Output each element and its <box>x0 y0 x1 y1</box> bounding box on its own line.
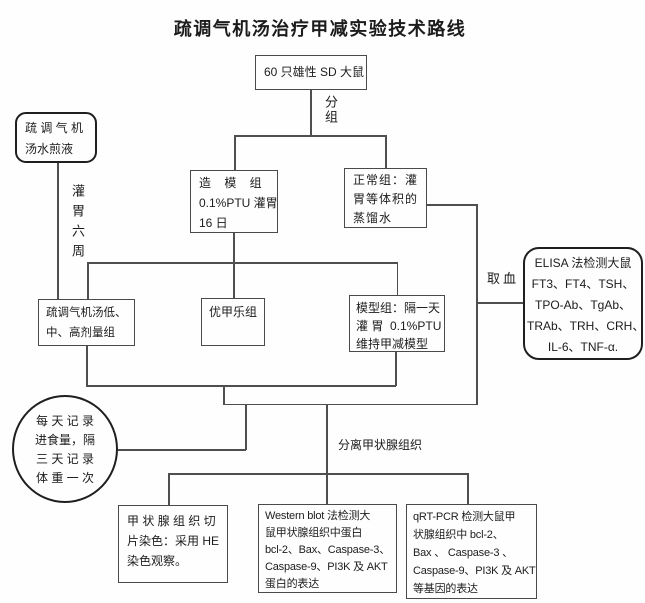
connector-record-riser <box>245 404 247 450</box>
text-line: 中、高剂量组 <box>46 327 115 339</box>
connector-separate-thyroid-drop <box>326 404 328 474</box>
node-western-blot: Western blot 法检测大鼠甲状腺组织中蛋白 bcl-2、Bax、Casp… <box>258 504 397 593</box>
node-qrt-pcr: qRT-PCR 检测大鼠甲状腺组织中 bcl-2、 Bax 、 Caspase-3… <box>406 504 537 599</box>
text-line: TRAb、TRH、CRH、 <box>527 319 645 333</box>
text-line: Bax 、 Caspase-3 、 <box>413 547 513 559</box>
label-separate-thyroid: 分离甲状腺组织 <box>338 438 423 452</box>
text-line: 16 日 <box>199 216 228 230</box>
text-line: Caspase-9、PI3K 及 AKT <box>265 561 388 573</box>
text-line: FT3、FT4、TSH、 <box>531 277 635 291</box>
connector-bottom-collector-2 <box>223 403 477 405</box>
text-line: 0.1%PTU 灌胃 <box>199 196 278 210</box>
label-grouping: 分组 <box>323 95 338 125</box>
node-model-group: 模型组：隔一天灌 胃 0.1%PTU 维持甲减模型 <box>349 295 445 352</box>
text-line: 染色观察。 <box>127 554 188 568</box>
connector-lowmidhigh-down <box>86 346 88 386</box>
text-line: 维持甲减模型 <box>356 337 429 351</box>
text-line: qRT-PCR 检测大鼠甲 <box>413 511 516 523</box>
connector-model-down <box>395 352 397 386</box>
text-line: Caspase-9、PI3K 及 AKT <box>413 565 536 577</box>
text-line: Western blot 法检测大 <box>265 510 371 522</box>
label-gavage-six-weeks: 灌胃六周 <box>70 184 85 264</box>
connector-rats-down <box>310 90 312 135</box>
node-modeling-group: 造 模 组 0.1%PTU 灌胃 16 日 <box>190 170 278 233</box>
connector-modeling-to-euthyrox <box>233 233 235 298</box>
connector-mid-to-model <box>396 262 398 295</box>
node-daily-record: 每 天 记 录进食量，隔三 天 记 录体 重 一 次 <box>12 395 118 503</box>
page-title: 疏调气机汤治疗甲减实验技术路线 <box>173 19 467 39</box>
node-rats: 60 只雄性 SD 大鼠 <box>255 55 367 90</box>
text-line: 三 天 记 录 <box>35 452 94 466</box>
text-line: 胃等体积的 <box>353 192 419 206</box>
connector-to-qrt-pcr <box>467 473 469 504</box>
text-line: TPO-Ab、TgAb、 <box>534 298 632 312</box>
connector-bottom-branch <box>168 473 468 475</box>
connector-record-link <box>118 449 246 451</box>
text-line: 每 天 记 录 <box>35 414 94 428</box>
connector-decoction-down <box>57 163 59 299</box>
connector-branch-to-normal <box>385 135 387 168</box>
connector-bottom-collector-1 <box>86 385 396 387</box>
text-line: 优甲乐组 <box>209 305 258 319</box>
connector-blood-to-elisa <box>477 302 523 304</box>
text-line: 60 只雄性 SD 大鼠 <box>264 65 365 79</box>
text-line: 造 模 组 <box>199 176 262 190</box>
text-line: 模型组：隔一天 <box>356 301 441 315</box>
text-line: 蒸馏水 <box>353 211 393 225</box>
text-line: 疏调气机汤低、 <box>46 307 127 319</box>
connector-group-branch <box>234 135 386 137</box>
text-line: ELISA 法检测大鼠 <box>534 256 632 270</box>
connector-mid-to-lowmidhigh <box>87 262 89 299</box>
node-low-mid-high-dose-group: 疏调气机汤低、中、高剂量组 <box>38 299 135 346</box>
text-line: 体 重 一 次 <box>35 471 94 485</box>
node-euthyrox-group: 优甲乐组 <box>201 298 265 346</box>
node-elisa-test: ELISA 法检测大鼠 FT3、FT4、TSH、 TPO-Ab、TgAb、 TRAb、… <box>523 247 645 360</box>
connector-normal-to-bloodline <box>427 204 477 206</box>
text-line: 鼠甲状腺组织中蛋白 <box>265 527 363 539</box>
text-line: 汤水煎液 <box>25 142 74 156</box>
text-line: 疏 调 气 机 <box>25 121 84 135</box>
connector-branch-to-modeling <box>234 135 236 170</box>
connector-collector1-to-collector2 <box>223 385 225 404</box>
text-line: 进食量，隔 <box>34 433 95 447</box>
text-line: 等基因的表达 <box>413 583 478 595</box>
connector-to-western-blot <box>326 473 328 504</box>
connector-to-he <box>168 473 170 505</box>
text-line: 灌 胃 0.1%PTU <box>356 319 442 333</box>
node-decoction: 疏 调 气 机汤水煎液 <box>15 112 97 163</box>
text-line: IL-6、TNF-α. <box>547 340 619 354</box>
text-line: 状腺组织中 bcl-2、 <box>413 529 504 541</box>
text-line: 蛋白的表达 <box>265 578 319 590</box>
text-line: 甲 状 腺 组 织 切 <box>127 514 216 528</box>
text-line: 正常组：灌 <box>353 173 419 187</box>
connector-blood-vertical <box>476 204 478 405</box>
connector-mid-collector <box>87 262 398 264</box>
node-he-staining: 甲 状 腺 组 织 切片染色：采用 HE 染色观察。 <box>118 505 228 583</box>
text-line: 片染色：采用 HE <box>127 534 220 548</box>
label-blood-draw: 取血 <box>487 271 520 286</box>
text-line: bcl-2、Bax、Caspase-3、 <box>265 544 390 556</box>
node-normal-group: 正常组：灌胃等体积的蒸馏水 <box>344 168 427 228</box>
